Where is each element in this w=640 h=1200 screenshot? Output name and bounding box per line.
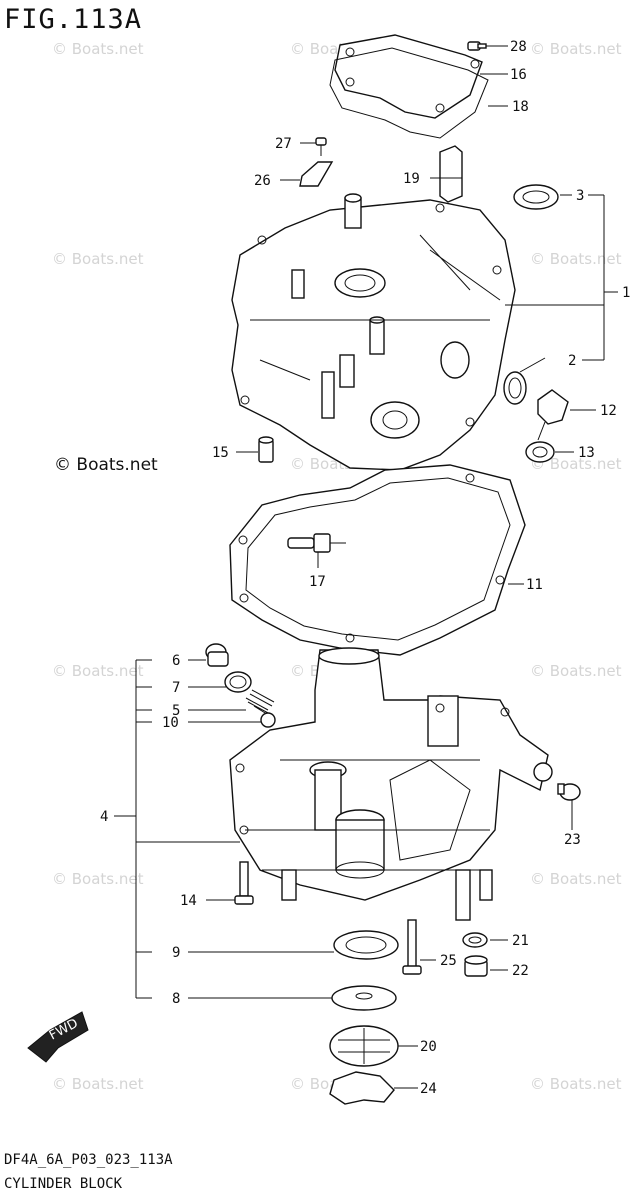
watermark-main: © Boats.net [54,455,158,475]
fwd-arrow-icon: FWD [27,1011,89,1063]
watermark: © Boats.net [52,40,144,58]
callout-28: 28 [510,39,527,55]
figure-name: CYLINDER BLOCK [4,1176,123,1192]
gasket-24-part[interactable] [329,1071,395,1105]
callout-27: 27 [275,136,292,152]
callout-4: 4 [100,809,108,825]
callout-15: 15 [212,445,229,461]
callout-6: 6 [172,653,180,669]
callout-26: 26 [254,173,271,189]
plug-6-part[interactable] [205,643,229,667]
filter-19-part[interactable] [439,145,463,203]
sensor-17-part[interactable] [287,533,346,553]
callout-19: 19 [403,171,420,187]
gasket-13-part[interactable] [525,441,555,463]
spring-5-part[interactable] [245,689,275,717]
o-ring-7-part[interactable] [224,671,252,693]
gasket-18-part[interactable] [329,47,489,139]
gasket-11-part[interactable] [229,464,526,656]
oil-seal-3-part[interactable] [513,184,559,210]
callout-16: 16 [510,67,527,83]
cover-plate-16-part[interactable] [334,34,483,119]
plate-26-part[interactable] [299,161,334,187]
screen-20-part[interactable] [329,1025,399,1067]
callout-10: 10 [162,715,179,731]
callout-7: 7 [172,680,180,696]
cylinder-block-1-part[interactable] [231,193,516,471]
screw-27-part[interactable] [315,137,327,156]
callout-17: 17 [309,574,326,590]
crankcase-4-part[interactable] [229,647,553,921]
watermark: © Boats.net [52,1075,144,1093]
watermark: © Boats.net [530,1075,622,1093]
callout-20: 20 [420,1039,437,1055]
callout-25: 25 [440,953,457,969]
watermark: © Boats.net [52,250,144,268]
o-ring-2-part[interactable] [503,371,527,405]
plate-8-part[interactable] [331,985,397,1011]
watermark: © Boats.net [52,870,144,888]
watermark: © Boats.net [530,455,622,473]
watermark: © Boats.net [530,40,622,58]
plug-23-part[interactable] [557,783,581,801]
callout-14: 14 [180,893,197,909]
callout-18: 18 [512,99,529,115]
callout-23: 23 [564,832,581,848]
bolt-25-part[interactable] [402,919,422,975]
bolt-28-part[interactable] [467,41,487,51]
callout-1: 1 [622,285,630,301]
callout-13: 13 [578,445,595,461]
callout-5: 5 [172,703,180,719]
ball-10-part[interactable] [260,712,276,728]
pin-15-part[interactable] [258,436,274,463]
callout-11: 11 [526,577,543,593]
leader-lines [114,45,618,1089]
figure-title: FIG.113A [4,4,143,35]
washer-21-part[interactable] [462,932,488,948]
bolt-14-part[interactable] [234,861,254,905]
watermark: © Boats.net [52,662,144,680]
plug-22-part[interactable] [464,955,488,977]
watermark: © Boats.net [530,870,622,888]
figure-code: DF4A_6A_P03_023_113A [4,1152,173,1168]
callout-2: 2 [568,353,576,369]
callout-9: 9 [172,945,180,961]
callout-24: 24 [420,1081,437,1097]
callout-8: 8 [172,991,180,1007]
watermark: © Boats.net [530,662,622,680]
callout-21: 21 [512,933,529,949]
oil-seal-9-part[interactable] [333,930,399,960]
plug-12-part[interactable] [537,389,569,441]
callout-22: 22 [512,963,529,979]
callout-labels: 28 16 18 19 27 26 3 1 2 12 13 15 17 11 6… [100,39,630,1097]
callout-12: 12 [600,403,617,419]
callout-3: 3 [576,188,584,204]
watermark: © Boats.net [530,250,622,268]
